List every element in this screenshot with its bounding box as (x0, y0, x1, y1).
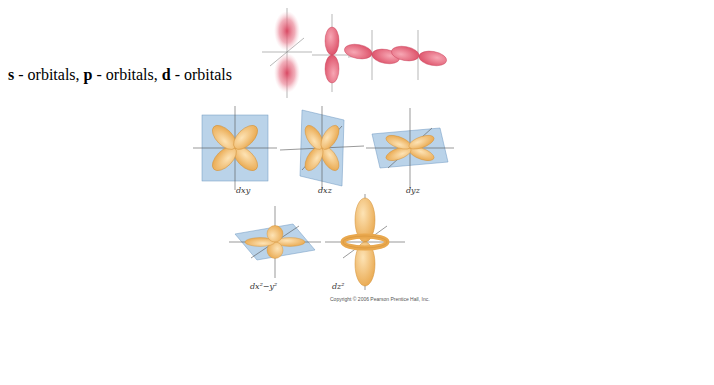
orbital-label: dz² (332, 282, 345, 291)
orbital-label: dx²−y² (250, 282, 277, 291)
orbital-label: dxy (236, 186, 250, 195)
orbital-letter: d (162, 66, 171, 83)
orbital-label: dyz (406, 186, 420, 195)
heading-line: s- orbitals,p- orbitals,d- orbitals (8, 66, 232, 84)
orbital-letter: s (8, 66, 14, 83)
heading-text: - orbitals, (18, 66, 79, 83)
orbital-letter: p (84, 66, 93, 83)
heading-text: - orbitals, (96, 66, 157, 83)
heading-text: - orbitals (175, 66, 232, 83)
copyright-note: Copyright © 2006 Pearson Prentice Hall, … (330, 296, 430, 302)
orbital-label: dxz (318, 186, 332, 195)
